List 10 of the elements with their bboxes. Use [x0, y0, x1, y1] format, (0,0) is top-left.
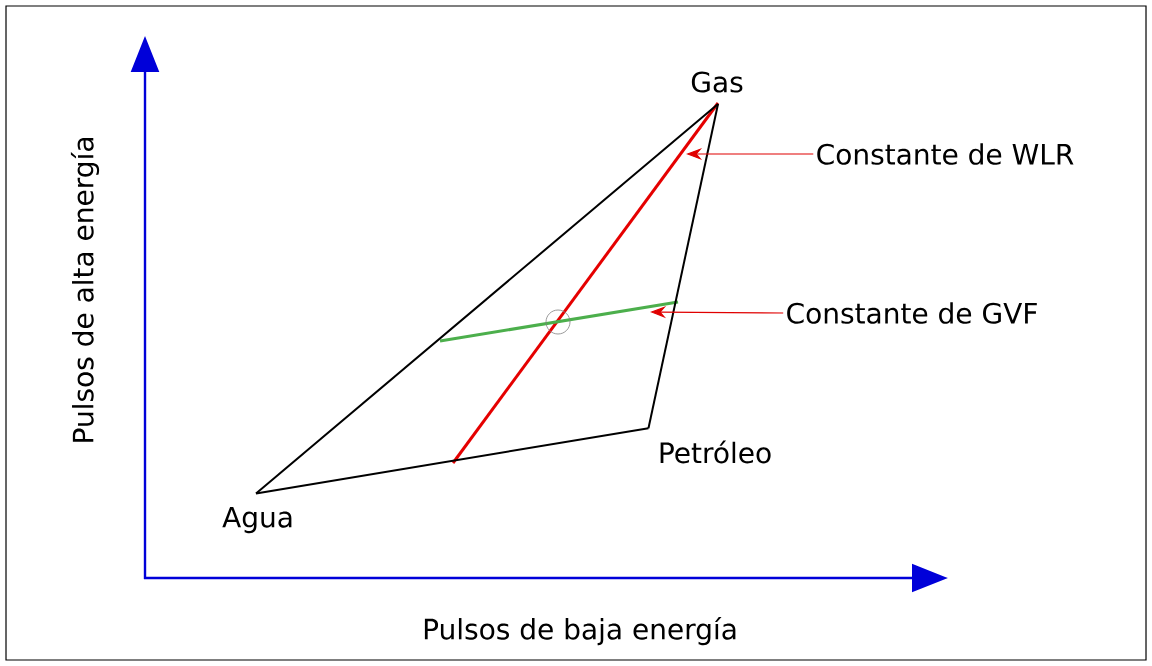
vertex-label: Gas — [691, 71, 743, 93]
triangle-side — [647, 103, 719, 430]
triangle-side — [255, 427, 650, 495]
triangle-side — [255, 103, 719, 495]
axis-label: Pulsos de alta energía — [70, 138, 100, 442]
vertex-label: Constante de WLR — [817, 143, 1074, 165]
axis-label: Pulsos de baja energía — [424, 616, 736, 646]
vertex-label: Constante de GVF — [787, 302, 1037, 324]
vertex-label: Petróleo — [660, 440, 771, 464]
vertex-label: Agua — [222, 506, 292, 534]
